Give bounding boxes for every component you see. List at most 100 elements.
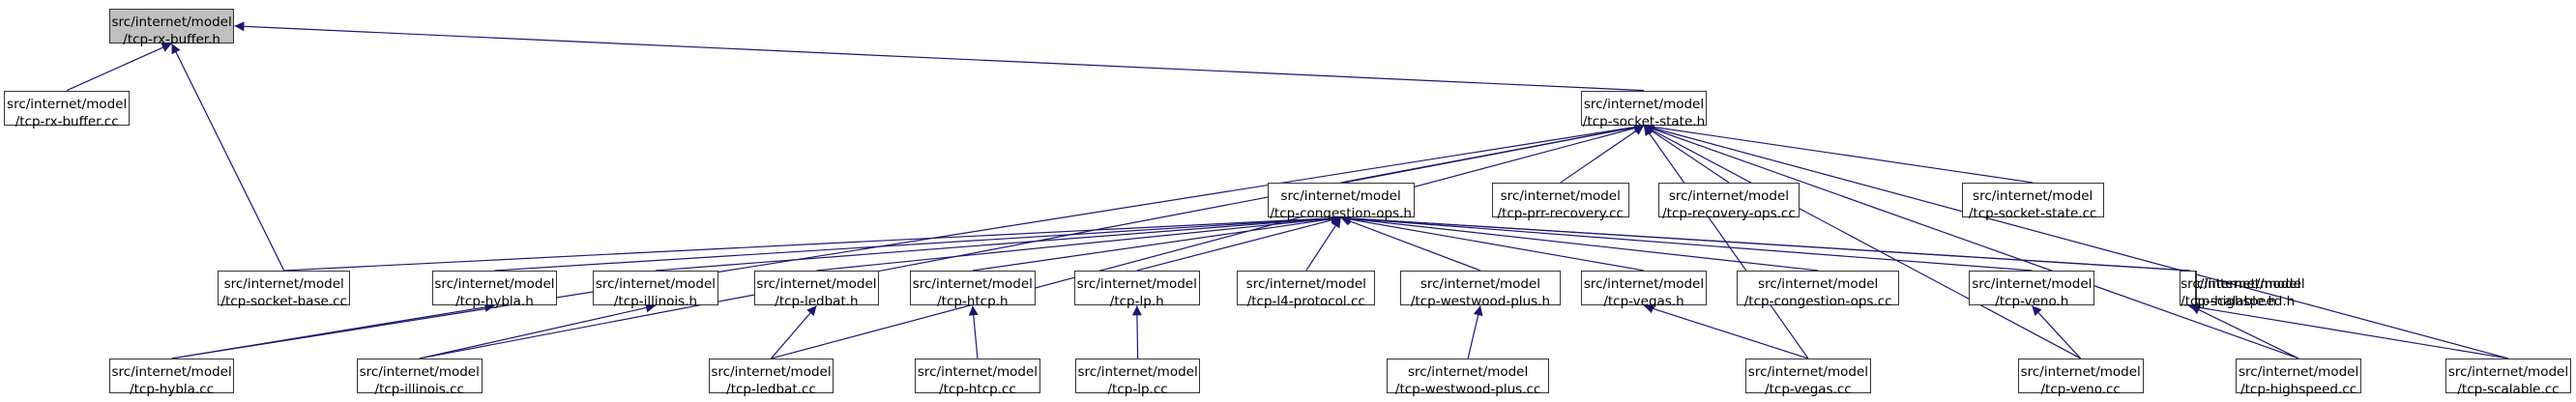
node-path-label: src/internet/model bbox=[912, 275, 1033, 292]
dependency-edge bbox=[1340, 216, 1481, 272]
node-path-label: src/internet/model bbox=[1668, 187, 1790, 204]
node-path-label: src/internet/model bbox=[111, 14, 232, 30]
file-node-ill-h[interactable]: src/internet/model/tcp-illinois.h bbox=[593, 270, 718, 309]
node-file-label: /tcp-socket-base.cc bbox=[220, 293, 347, 309]
node-path-label: src/internet/model bbox=[1747, 363, 1869, 380]
node-file-label: /tcp-lp.h bbox=[1109, 293, 1164, 309]
dependency-edge bbox=[771, 304, 817, 359]
file-node-sb-cc[interactable]: src/internet/model/tcp-socket-base.cc bbox=[218, 270, 351, 309]
file-node-co-h[interactable]: src/internet/model/tcp-congestion-ops.h bbox=[1267, 182, 1415, 221]
file-node-ill-cc[interactable]: src/internet/model/tcp-illinois.cc bbox=[356, 358, 483, 397]
node-path-label: src/internet/model bbox=[2238, 363, 2359, 380]
node-path-label: src/internet/model bbox=[595, 275, 717, 292]
file-node-hs-cc[interactable]: src/internet/model/tcp-highspeed.cc bbox=[2236, 358, 2361, 397]
node-path-label: src/internet/model bbox=[1583, 96, 1705, 112]
node-path-label: src/internet/model bbox=[223, 275, 344, 292]
file-node-co-cc[interactable]: src/internet/model/tcp-congestion-ops.cc bbox=[1737, 270, 1899, 309]
dependency-edge bbox=[419, 302, 657, 359]
dependency-edge bbox=[1340, 215, 1645, 272]
node-path-label: src/internet/model bbox=[359, 363, 480, 380]
node-path-label: src/internet/model bbox=[2447, 363, 2569, 380]
node-path-label: src/internet/model bbox=[1076, 275, 1197, 292]
node-file-label: /tcp-congestion-ops.cc bbox=[1743, 293, 1892, 309]
node-path-label: src/internet/model bbox=[111, 363, 232, 380]
dependency-edge bbox=[2189, 304, 2299, 359]
dependency-edge bbox=[1643, 125, 2081, 359]
node-path-label: src/internet/model bbox=[756, 275, 877, 292]
file-node-htcp-h[interactable]: src/internet/model/tcp-htcp.h bbox=[909, 270, 1036, 309]
file-node-hyb-h[interactable]: src/internet/model/tcp-hybla.h bbox=[431, 270, 558, 309]
node-file-label: /tcp-veno.cc bbox=[2040, 381, 2121, 397]
file-node-veg-h[interactable]: src/internet/model/tcp-vegas.h bbox=[1581, 270, 1707, 309]
node-file-label: /tcp-hybla.h bbox=[455, 293, 534, 309]
file-node-rx-cc[interactable]: src/internet/model/tcp-rx-buffer.cc bbox=[4, 90, 131, 129]
node-path-label: src/internet/model bbox=[1420, 275, 1541, 292]
node-file-label: /tcp-socket-state.cc bbox=[1968, 205, 2097, 221]
file-node-htcp-cc[interactable]: src/internet/model/tcp-htcp.cc bbox=[915, 358, 1040, 397]
node-file-label: /tcp-highspeed.cc bbox=[2240, 381, 2357, 397]
node-file-label: /tcp-scalable.cc bbox=[2457, 381, 2560, 397]
dependency-edge bbox=[1643, 124, 2299, 359]
dependency-edge bbox=[816, 214, 1341, 272]
node-path-label: src/internet/model bbox=[1500, 187, 1621, 204]
dependency-edge bbox=[1643, 125, 1730, 184]
node-file-label: /tcp-illinois.cc bbox=[374, 381, 464, 397]
node-file-label: /tcp-congestion-ops.h bbox=[1270, 205, 1412, 221]
file-node-rx-h[interactable]: src/internet/model/tcp-rx-buffer.h bbox=[108, 8, 235, 47]
node-path-label: src/internet/model bbox=[1280, 187, 1401, 204]
dependency-edge bbox=[1131, 305, 1142, 359]
dependency-edge bbox=[1643, 123, 2509, 359]
node-path-label: src/internet/model bbox=[1245, 275, 1366, 292]
node-path-label: src/internet/model bbox=[1408, 363, 1529, 380]
dependency-edge bbox=[1305, 217, 1342, 272]
dependency-edge bbox=[234, 21, 1645, 92]
node-path-label: src/internet/model bbox=[2020, 363, 2141, 380]
node-file-label: /tcp-htcp.cc bbox=[939, 381, 1016, 397]
dependency-edge bbox=[655, 214, 1341, 272]
file-node-ss-cc[interactable]: src/internet/model/tcp-socket-state.cc bbox=[1961, 182, 2104, 221]
node-file-label: /tcp-westwood-plus.cc bbox=[1394, 381, 1541, 397]
file-node-ss-h[interactable]: src/internet/model/tcp-socket-state.h bbox=[1581, 90, 1707, 129]
dependency-edge bbox=[283, 213, 1341, 272]
file-node-wp-cc[interactable]: src/internet/model/tcp-westwood-plus.cc bbox=[1387, 358, 1549, 397]
node-file-label: /tcp-recovery-ops.cc bbox=[1662, 205, 1796, 221]
node-file-label: /tcp-lp.cc bbox=[1107, 381, 1168, 397]
node-file-label: /tcp-socket-state.h bbox=[1582, 113, 1706, 129]
node-file-label: /tcp-hybla.cc bbox=[130, 381, 215, 397]
node-file-label: /tcp-l4-protocol.cc bbox=[1246, 293, 1365, 309]
file-node-hyb-cc[interactable]: src/internet/model/tcp-hybla.cc bbox=[108, 358, 235, 397]
file-node-rec-cc[interactable]: src/internet/model/tcp-recovery-ops.cc bbox=[1658, 182, 1800, 221]
file-node-sc-cc[interactable]: src/internet/model/tcp-scalable.cc bbox=[2445, 358, 2571, 397]
file-node-wp-h[interactable]: src/internet/model/tcp-westwood-plus.h bbox=[1400, 270, 1561, 309]
dependency-edge bbox=[771, 123, 1645, 359]
file-node-prr-cc[interactable]: src/internet/model/tcp-prr-recovery.cc bbox=[1491, 182, 1629, 221]
dependency-edge bbox=[1560, 125, 1645, 184]
node-path-label: src/internet/model bbox=[711, 363, 832, 380]
node-file-label: /tcp-vegas.cc bbox=[1765, 381, 1852, 397]
dependency-edge bbox=[1643, 303, 1809, 359]
node-path-label: src/internet/model bbox=[1972, 275, 2093, 292]
dependency-edge bbox=[2187, 302, 2509, 359]
node-path-label: src/internet/model bbox=[1583, 275, 1705, 292]
node-file-label: /tcp-prr-recovery.cc bbox=[1497, 205, 1624, 221]
file-node-ven-cc[interactable]: src/internet/model/tcp-veno.cc bbox=[2017, 358, 2144, 397]
node-path-label: src/internet/model bbox=[917, 363, 1039, 380]
node-file-label: /tcp-illinois.h bbox=[613, 293, 698, 309]
node-path-label: src/internet/model bbox=[2181, 275, 2301, 292]
file-node-lp-cc[interactable]: src/internet/model/tcp-lp.cc bbox=[1074, 358, 1201, 397]
dependency-edge bbox=[2031, 304, 2082, 359]
node-file-label: /tcp-vegas.h bbox=[1603, 293, 1684, 309]
file-node-led-h[interactable]: src/internet/model/tcp-ledbat.h bbox=[753, 270, 880, 309]
dependency-edge bbox=[1340, 213, 2188, 272]
node-file-label: /tcp-rx-buffer.h bbox=[123, 31, 220, 47]
file-node-l4-cc[interactable]: src/internet/model/tcp-l4-protocol.cc bbox=[1237, 270, 1376, 309]
file-node-sc-h[interactable]: src/internet/model/tcp-scalable.h bbox=[2180, 270, 2301, 309]
dependency-edge bbox=[171, 122, 1645, 359]
file-node-lp-h[interactable]: src/internet/model/tcp-lp.h bbox=[1073, 270, 1200, 309]
file-node-ven-h[interactable]: src/internet/model/tcp-veno.h bbox=[1969, 270, 2095, 309]
node-file-label: /tcp-ledbat.cc bbox=[726, 381, 816, 397]
node-file-label: /tcp-westwood-plus.h bbox=[1410, 293, 1550, 309]
file-node-veg-cc[interactable]: src/internet/model/tcp-vegas.cc bbox=[1745, 358, 1871, 397]
file-node-led-cc[interactable]: src/internet/model/tcp-ledbat.cc bbox=[708, 358, 834, 397]
